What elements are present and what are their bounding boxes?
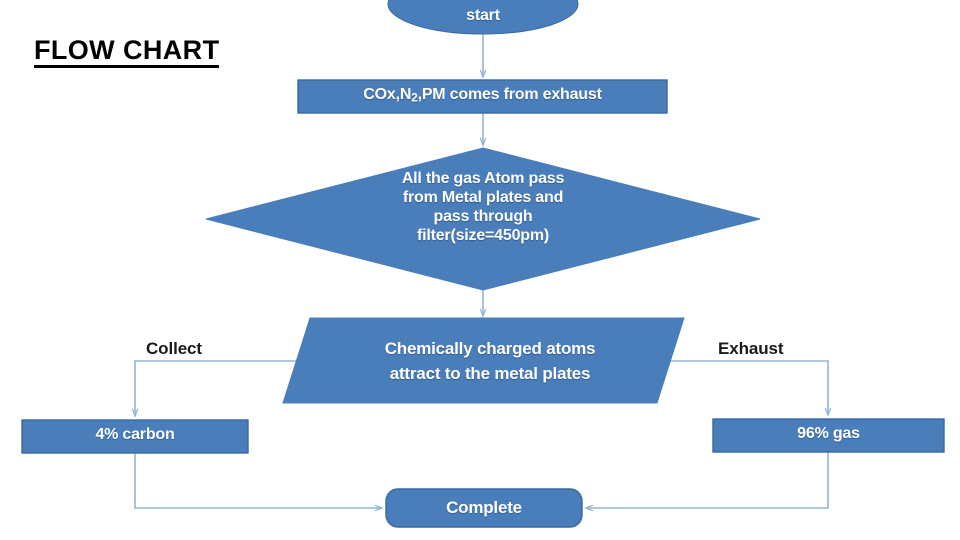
node-filter[interactable] (206, 148, 760, 290)
node-gas-shape[interactable] (712, 418, 945, 453)
node-start-shape[interactable] (387, 0, 579, 35)
connector-attract-to-gas (667, 360, 828, 415)
node-carbon-shape[interactable] (21, 419, 249, 454)
page-title: FLOW CHART (34, 36, 220, 69)
node-start[interactable] (388, 0, 578, 34)
connector-carbon-to-complete (134, 453, 382, 508)
edge-label-collect: Collect (146, 339, 202, 358)
connector-gas-to-complete (586, 452, 829, 508)
node-complete[interactable] (386, 489, 582, 527)
node-carbon[interactable] (22, 420, 248, 453)
node-attract-shape[interactable] (282, 317, 685, 404)
node-filter-shape[interactable] (205, 147, 761, 291)
edge-label-exhaust: Exhaust (718, 339, 784, 358)
node-complete-shape[interactable] (385, 488, 583, 528)
node-intake-shape[interactable] (297, 79, 668, 114)
node-attract[interactable] (283, 318, 684, 403)
connector-attract-to-carbon (135, 360, 300, 416)
node-intake[interactable] (298, 80, 667, 113)
node-gas[interactable] (713, 419, 944, 452)
